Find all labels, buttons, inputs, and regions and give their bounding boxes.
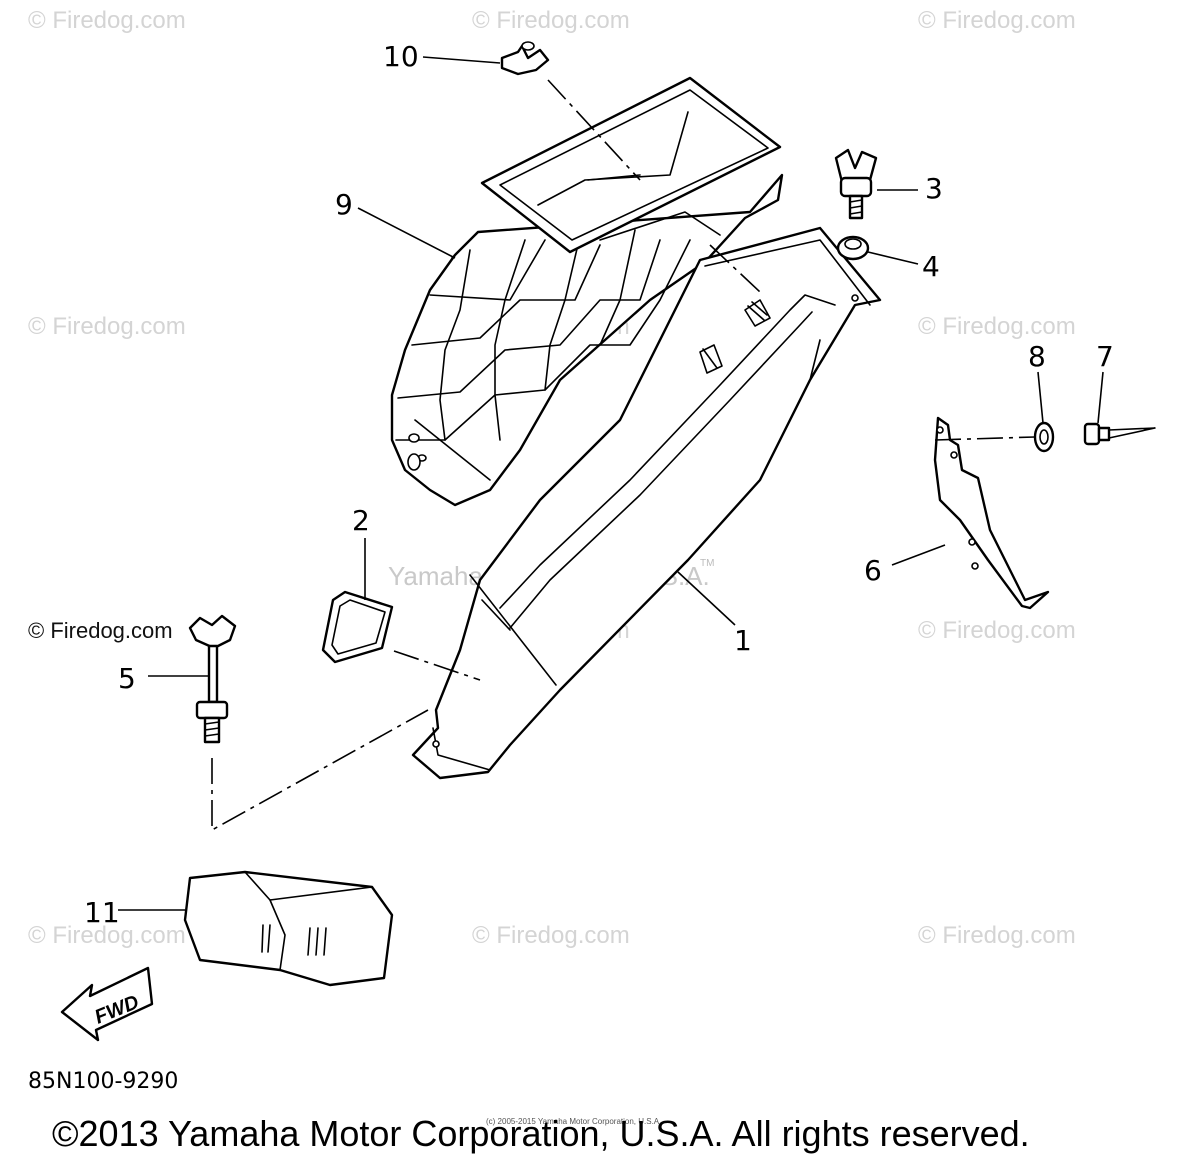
fwd-arrow: FWD: [60, 966, 154, 1042]
watermark-mid-right: © Firedog.com: [918, 313, 1076, 340]
leader-4: [867, 251, 919, 265]
part-7-screw: [1083, 422, 1156, 446]
watermark-mid-left: © Firedog.com: [28, 313, 186, 340]
part-1-bracket: [411, 226, 882, 780]
watermark-lower-right: © Firedog.com: [918, 617, 1076, 644]
callout-5: 5: [118, 662, 136, 695]
align-2-to-1: [393, 650, 481, 681]
callout-7: 7: [1096, 340, 1114, 373]
align-10-to-9: [547, 79, 641, 181]
leader-1: [677, 571, 736, 626]
part-3-wing-bolt: [834, 148, 878, 220]
fwd-arrow-icon: [60, 966, 154, 1042]
part-9-top-rim: [480, 76, 782, 254]
callout-8: 8: [1028, 340, 1046, 373]
callout-10: 10: [383, 40, 419, 73]
callout-4: 4: [922, 250, 940, 283]
part-8-grommet: [1033, 421, 1055, 453]
part-2-rubber-pad: [321, 590, 394, 664]
small-copyright: (c) 2005-2015 Yamaha Motor Corporation, …: [486, 1117, 661, 1126]
watermark-top-left: © Firedog.com: [28, 7, 186, 34]
leader-9: [357, 207, 456, 259]
part-5-long-bolt: [188, 614, 237, 744]
leader-8: [1037, 371, 1044, 424]
alignment-lines: [211, 79, 1036, 832]
leader-6: [891, 544, 946, 566]
watermark-top-center: © Firedog.com: [472, 7, 630, 34]
watermark-bottom-center: © Firedog.com: [472, 922, 630, 949]
diagram-code: 85N100-9290: [28, 1069, 178, 1094]
part-10-wing-nut: [500, 41, 550, 76]
callout-2: 2: [352, 504, 370, 537]
part-9-storage-box: [390, 173, 784, 507]
align-5-to-1: [211, 709, 429, 832]
callout-6: 6: [864, 554, 882, 587]
watermark-top-right: © Firedog.com: [918, 7, 1076, 34]
copyright-notice: ©2013 Yamaha Motor Corporation, U.S.A. A…: [52, 1113, 1030, 1154]
leader-7: [1097, 371, 1104, 424]
watermark-bottom-left: © Firedog.com: [28, 922, 186, 949]
part-11-pouch: [183, 870, 394, 987]
callout-1: 1: [734, 624, 752, 657]
trademark-mark: TM: [700, 558, 714, 569]
leader-lines: [118, 56, 1104, 911]
callout-9: 9: [335, 188, 353, 221]
align-9-to-1: [709, 244, 761, 293]
align-6-to-8: [934, 436, 1036, 441]
callout-3: 3: [925, 172, 943, 205]
part-6-side-bracket: [933, 416, 1050, 610]
callout-labels: 10 9 3 4 8 7 6 2 1 5 11: [84, 40, 1114, 929]
part-4-nut: [836, 235, 870, 261]
watermark-bottom-right: © Firedog.com: [918, 922, 1076, 949]
watermark-dark-left: © Firedog.com: [28, 618, 173, 643]
callout-11: 11: [84, 896, 120, 929]
leader-10: [422, 56, 501, 64]
